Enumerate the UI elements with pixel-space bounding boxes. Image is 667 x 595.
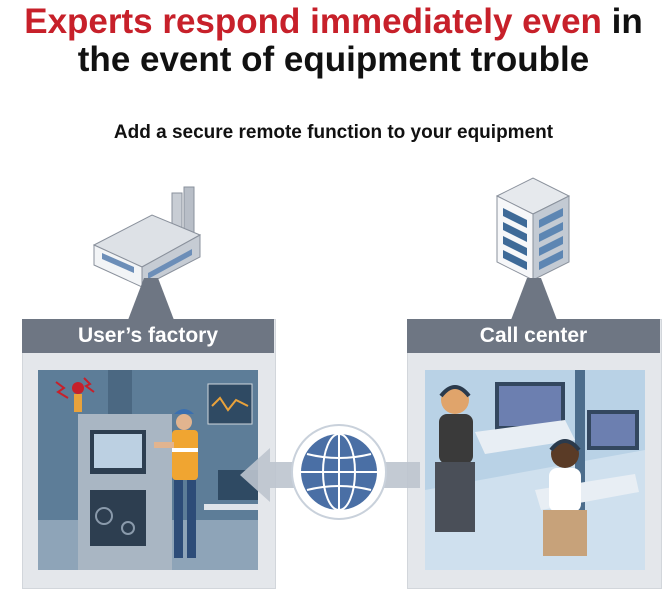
headline-dark-text: in [601,2,643,41]
office-building-icon [495,177,571,281]
callcenter-panel-header: Call center [407,319,660,353]
subtitle: Add a secure remote function to your equ… [113,122,554,143]
office-pointer [511,278,557,320]
headline-line-1: Experts respond immediately even in [0,2,667,42]
callcenter-scene [425,370,645,570]
headline-red-text: Experts respond immediately even [24,2,602,41]
factory-pointer [128,278,174,320]
factory-panel-header: User’s factory [22,319,274,353]
globe-network-icon [291,424,387,520]
headline-line-2: the event of equipment trouble [77,40,590,79]
factory-building-icon [92,186,202,288]
factory-scene [38,370,258,570]
